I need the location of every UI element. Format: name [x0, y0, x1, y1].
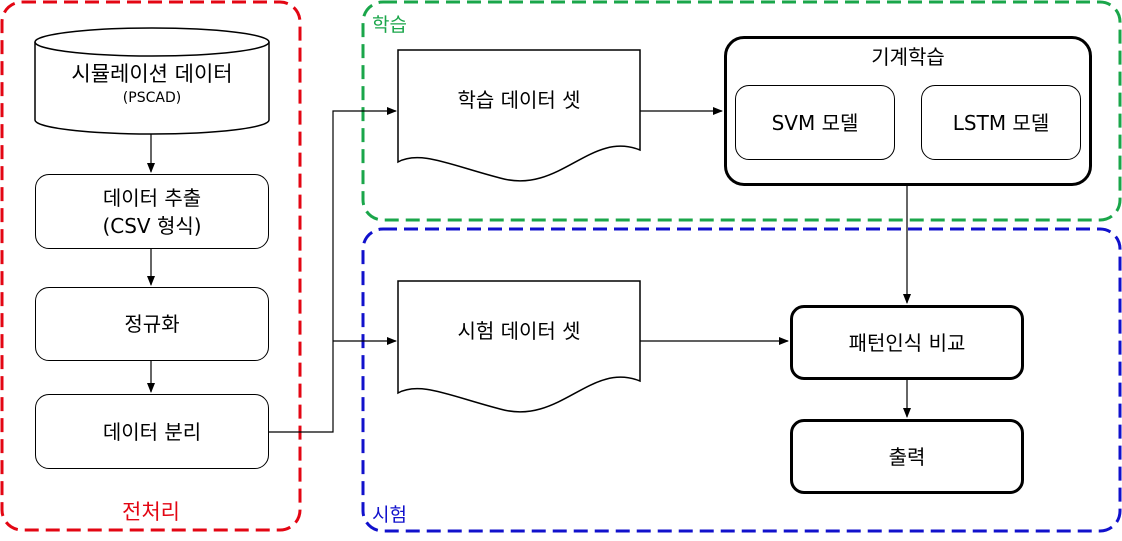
preprocess-group-label: 전처리 — [122, 500, 180, 524]
training-group-label: 학습 — [372, 14, 407, 36]
simulation-data-subtitle: (PSCAD) — [122, 90, 182, 106]
output-node: 출력 — [790, 419, 1024, 494]
data-split-node: 데이터 분리 — [35, 394, 269, 469]
lstm-model-node: LSTM 모델 — [921, 85, 1081, 160]
arrow-split-to-trainset — [269, 107, 397, 433]
test-set-label: 시험 데이터 셋 — [457, 319, 581, 343]
data-extract-line1: 데이터 추출 — [102, 185, 202, 210]
simulation-data-node: 시뮬레이션 데이터 (PSCAD) — [35, 60, 269, 108]
ml-group-title: 기계학습 — [871, 45, 945, 69]
svm-model-node: SVM 모델 — [735, 85, 895, 160]
simulation-data-title: 시뮬레이션 데이터 — [71, 62, 233, 86]
data-extract-node: 데이터 추출 (CSV 형식) — [35, 174, 269, 249]
train-set-label: 학습 데이터 셋 — [457, 88, 581, 112]
testing-group-label: 시험 — [372, 504, 407, 526]
train-set-document-shape — [397, 49, 641, 182]
test-set-document-shape — [397, 280, 641, 413]
data-extract-line2: (CSV 형식) — [102, 213, 202, 238]
pattern-compare-node: 패턴인식 비교 — [790, 305, 1024, 380]
normalize-node: 정규화 — [35, 287, 269, 361]
